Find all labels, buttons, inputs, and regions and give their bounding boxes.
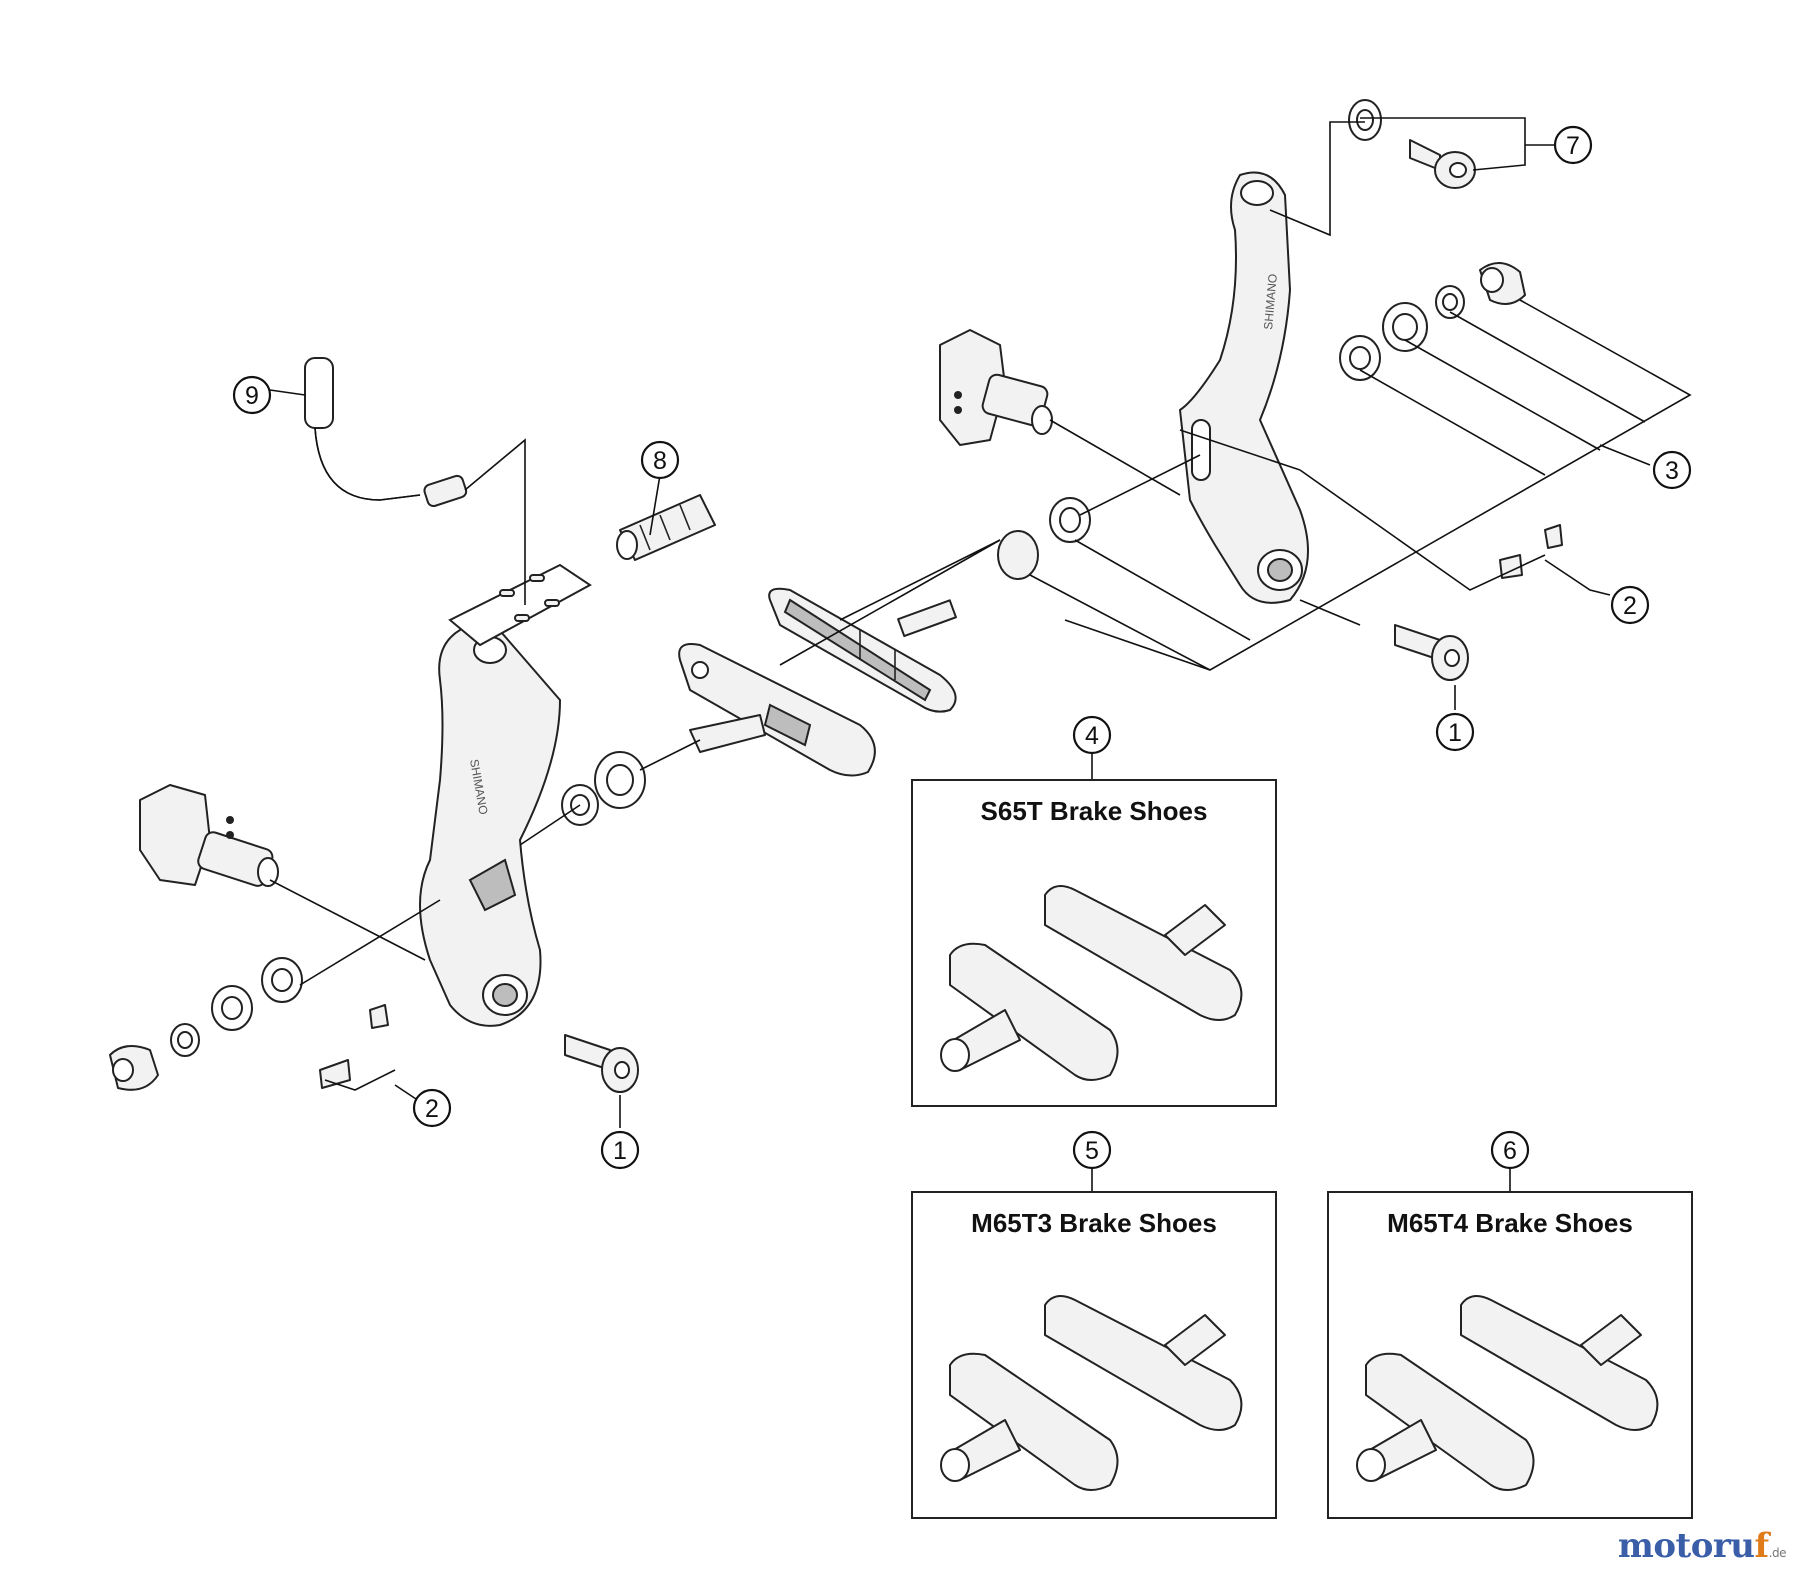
m65t3-brake-shoes-box: M65T3 Brake Shoes <box>911 1191 1277 1519</box>
callout-1b-label: 1 <box>613 1137 627 1165</box>
callout-1b: 1 <box>600 1130 640 1170</box>
leader-lines <box>269 117 1692 1192</box>
callout-1a: 1 <box>1435 712 1475 752</box>
left-pivot-boss <box>139 784 279 887</box>
s65t-brake-shoes-box: S65T Brake Shoes <box>911 779 1277 1107</box>
right-brake-shoe <box>768 587 957 713</box>
callout-9: 9 <box>232 375 272 415</box>
left-brake-shoe <box>678 643 876 777</box>
callout-1a-label: 1 <box>1448 719 1462 747</box>
right-brake-arm-assembly: SHIMANO <box>768 99 1563 713</box>
s65t-box-title: S65T Brake Shoes <box>981 796 1208 826</box>
right-spring-adjust-screw <box>1499 524 1563 579</box>
left-pivot-washer-set <box>109 751 646 1091</box>
right-pivot-washer-set <box>997 262 1526 580</box>
callout-8: 8 <box>640 440 680 480</box>
cable-fixing-bracket <box>448 563 592 647</box>
m65t4-box-title: M65T4 Brake Shoes <box>1387 1208 1633 1238</box>
callout-5-label: 5 <box>1085 1137 1099 1165</box>
callout-9-label: 9 <box>245 382 259 410</box>
callout-3: 3 <box>1652 450 1692 490</box>
m65t3-shoe-pair-illustration <box>940 1295 1243 1491</box>
right-fixing-bolt <box>1394 624 1469 681</box>
m65t4-brake-shoes-box: M65T4 Brake Shoes <box>1327 1191 1693 1519</box>
lead-pipe <box>304 357 468 508</box>
left-fixing-bolt <box>564 1034 639 1093</box>
callout-7: 7 <box>1553 125 1593 165</box>
callout-4: 4 <box>1072 715 1112 755</box>
left-brake-arm: SHIMANO <box>419 620 561 1027</box>
m65t4-shoe-pair-illustration <box>1356 1295 1659 1491</box>
left-brake-arm-assembly: SHIMANO <box>109 563 876 1093</box>
callout-4-label: 4 <box>1085 722 1099 750</box>
callout-7-label: 7 <box>1566 132 1580 160</box>
callout-2a-label: 2 <box>1623 592 1637 620</box>
s65t-shoe-pair-illustration <box>940 885 1243 1081</box>
right-arm-brand-text: SHIMANO <box>1261 273 1280 330</box>
right-arm-fixing-bolt-set <box>1348 99 1476 189</box>
cable-adjust-spring <box>616 494 716 561</box>
callout-2b-label: 2 <box>425 1095 439 1123</box>
left-spring-adjust-screw <box>319 1004 389 1089</box>
callout-6-label: 6 <box>1503 1137 1517 1165</box>
callout-6: 6 <box>1490 1130 1530 1170</box>
callout-8-label: 8 <box>653 447 667 475</box>
m65t3-box-title: M65T3 Brake Shoes <box>971 1208 1217 1238</box>
watermark-tld-text: .de <box>1768 1546 1787 1560</box>
site-watermark: motoruf.de <box>1617 1526 1787 1566</box>
watermark-main-text: motoru <box>1617 1526 1755 1566</box>
callout-3-label: 3 <box>1665 457 1679 485</box>
watermark-accent-text: f <box>1754 1526 1770 1566</box>
callout-2b: 2 <box>412 1088 452 1128</box>
callout-5: 5 <box>1072 1130 1112 1170</box>
right-pivot-boss <box>939 329 1053 446</box>
callout-2a: 2 <box>1610 585 1650 625</box>
right-brake-arm: SHIMANO <box>1179 171 1309 604</box>
